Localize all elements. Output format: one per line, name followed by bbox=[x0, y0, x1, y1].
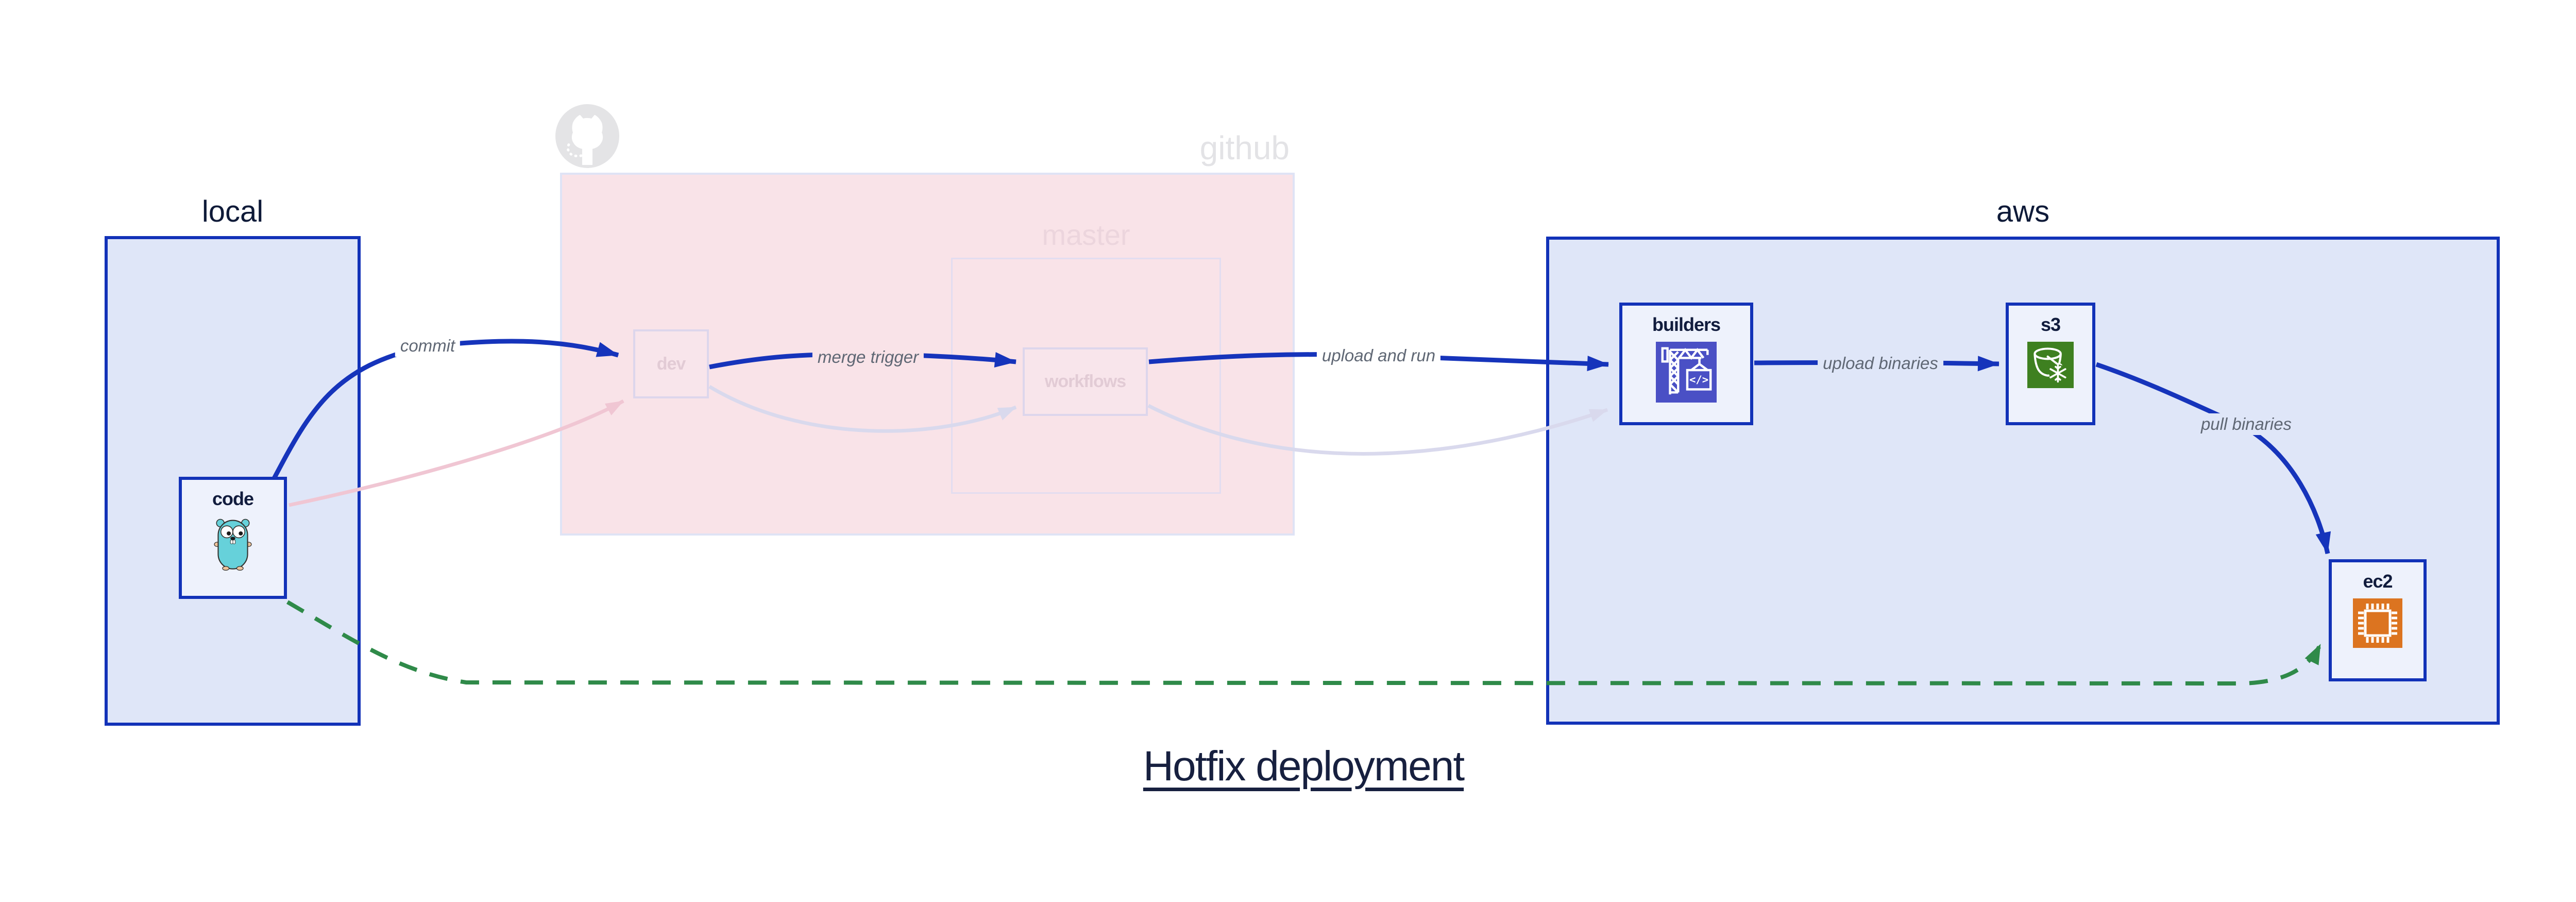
group-github-label: github bbox=[1199, 129, 1290, 166]
node-builders-label: builders bbox=[1652, 314, 1721, 335]
edge-label-upload-binaries: upload binaries bbox=[1818, 353, 1943, 374]
group-master bbox=[951, 258, 1221, 494]
node-builders: builders </> bbox=[1619, 303, 1753, 425]
group-aws-label: aws bbox=[1996, 195, 2050, 228]
node-s3-label: s3 bbox=[2040, 314, 2061, 335]
node-s3: s3 bbox=[2006, 303, 2095, 425]
go-gopher-icon bbox=[214, 519, 252, 571]
svg-text:</>: </> bbox=[1689, 374, 1708, 386]
node-workflows: workflows bbox=[1023, 347, 1148, 416]
group-local-label: local bbox=[201, 195, 264, 228]
node-ec2: ec2 bbox=[2329, 559, 2427, 681]
node-ec2-label: ec2 bbox=[2363, 571, 2393, 592]
node-code: code bbox=[179, 477, 287, 599]
node-dev: dev bbox=[633, 329, 709, 398]
aws-ec2-chip-icon bbox=[2353, 598, 2402, 648]
edge-label-commit: commit bbox=[395, 335, 461, 357]
node-code-label: code bbox=[212, 488, 254, 509]
node-workflows-label: workflows bbox=[1044, 372, 1126, 391]
edge-label-upload-and-run: upload and run bbox=[1316, 345, 1441, 366]
group-master-label: master bbox=[1042, 219, 1130, 251]
edge-label-pull-binaries: pull binaries bbox=[2195, 413, 2297, 435]
aws-s3-glacier-bucket-icon bbox=[2027, 342, 2074, 388]
aws-codebuild-crane-icon: </> bbox=[1656, 342, 1717, 403]
github-octocat-icon bbox=[555, 104, 619, 168]
node-dev-label: dev bbox=[656, 354, 686, 374]
page-title: Hotfix deployment bbox=[1143, 743, 1465, 790]
edge-label-merge-trigger: merge trigger bbox=[812, 346, 924, 368]
